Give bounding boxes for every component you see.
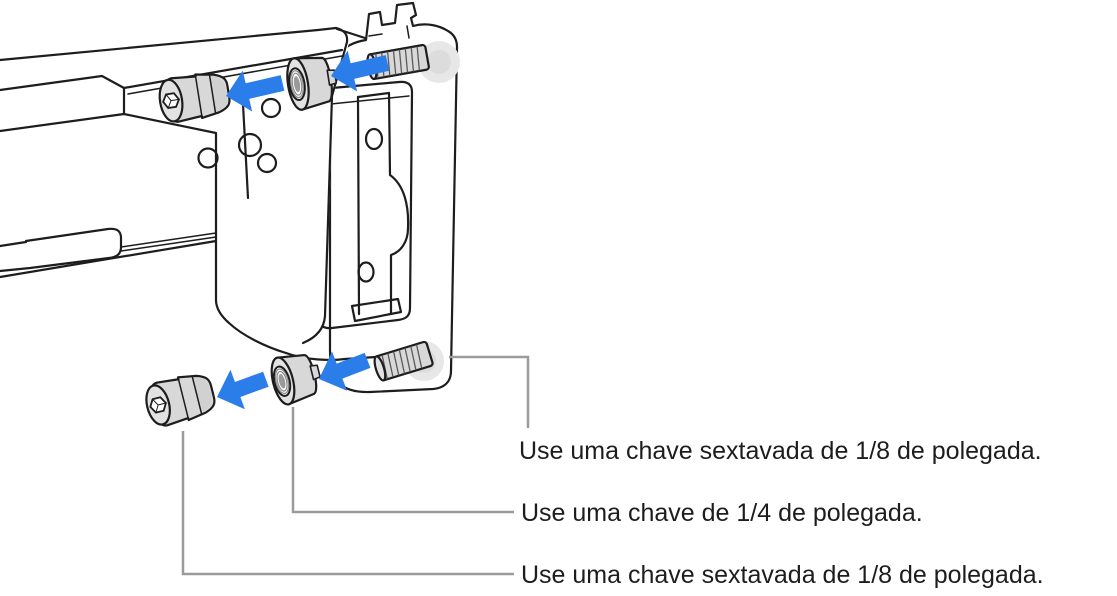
slide-rail-lower <box>0 227 123 273</box>
callout-line-1 <box>449 355 530 428</box>
threaded-standoff-top <box>286 56 338 111</box>
bracket-recess <box>317 80 414 330</box>
callout-line-2 <box>291 407 514 514</box>
callout-line-3 <box>181 431 514 576</box>
bracket-tab-step <box>368 33 383 37</box>
rack-rail <box>0 26 378 361</box>
latch-hole <box>357 261 375 283</box>
arrow-left-icon <box>319 351 371 391</box>
threaded-screw-bottom <box>373 340 434 382</box>
hex-socket-screw-top <box>158 73 231 123</box>
arrow-left-icon <box>331 50 390 92</box>
callout-label-2: Use uma chave de 1/4 de polegada. <box>521 499 923 527</box>
slide-rail <box>0 74 126 133</box>
callout-label-3: Use uma chave sextavada de 1/8 de polega… <box>521 561 1044 589</box>
direction-arrows <box>217 50 390 410</box>
arrow-left-icon <box>217 369 269 410</box>
hex-socket-screw-bottom <box>145 374 216 427</box>
arrow-left-icon <box>226 70 285 112</box>
callout-label-1: Use uma chave sextavada de 1/8 de polega… <box>519 437 1042 465</box>
plate-hole <box>260 97 282 119</box>
bracket-tab-fold <box>406 25 410 39</box>
plate-hole <box>237 132 263 158</box>
plate-hole <box>256 152 278 174</box>
threaded-standoff-bottom <box>270 353 321 406</box>
plate-hole <box>197 147 219 169</box>
latch-hole <box>364 127 384 151</box>
bracket-latch <box>350 91 410 323</box>
